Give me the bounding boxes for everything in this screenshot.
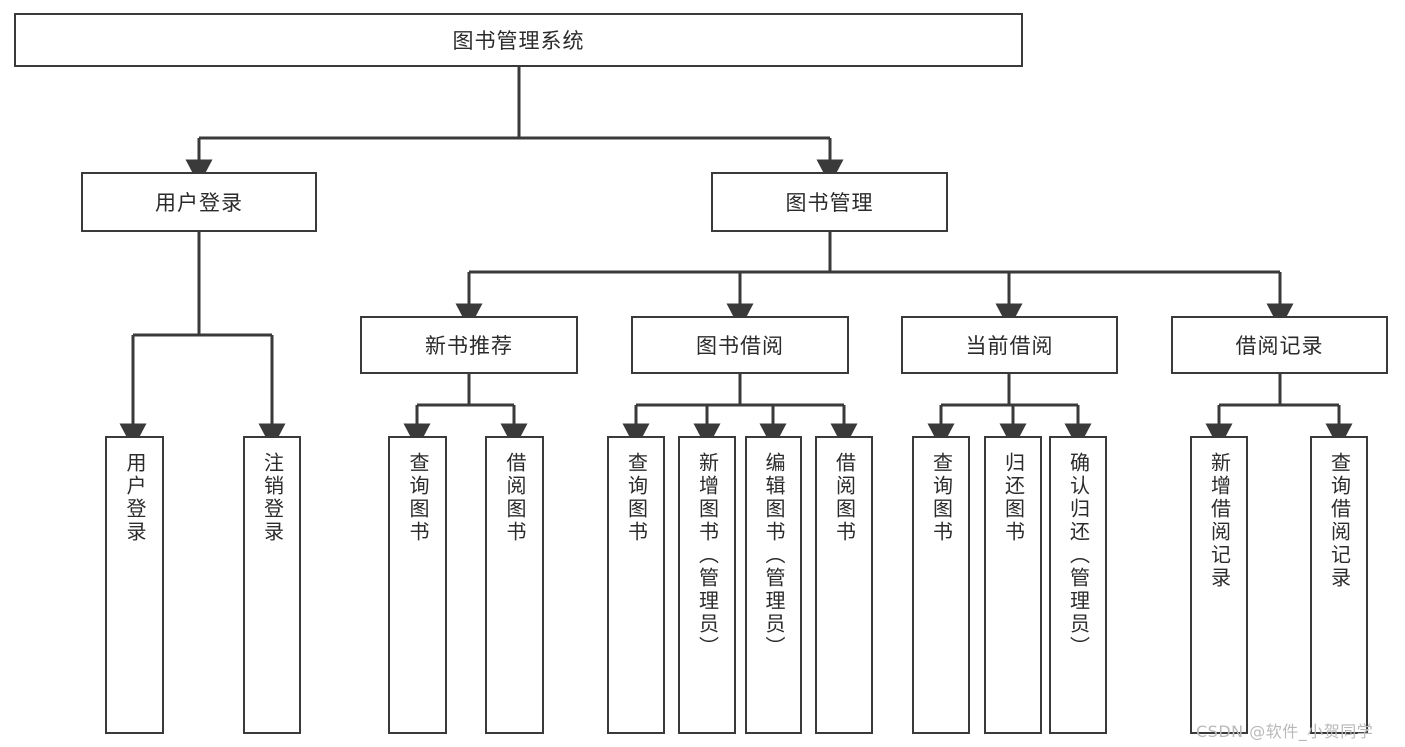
node-root-label: 图书管理系统 [452,29,585,53]
node-root[interactable]: 图书管理系统 [14,13,1023,67]
node-leaf-confirm-return-admin[interactable]: 确认归还（管理员） [1049,436,1107,734]
node-leaf-borrow-book-recommend[interactable]: 借阅图书 [485,436,544,734]
watermark-text: CSDN @软件_小贺同学 [1196,722,1374,741]
node-book-management[interactable]: 图书管理 [711,172,948,232]
node-leaf-query-book-borrow-label: 查询图书 [624,452,649,544]
node-leaf-edit-book-admin-label: 编辑图书（管理员） [762,452,786,659]
node-leaf-return-book-label: 归还图书 [1001,452,1026,544]
node-leaf-borrow-book-recommend-label: 借阅图书 [503,452,527,544]
node-leaf-query-book-current[interactable]: 查询图书 [912,436,970,734]
node-book-borrow-label: 图书借阅 [696,334,784,358]
node-user-login-label: 用户登录 [155,191,243,215]
node-leaf-add-book-admin-label: 新增图书（管理员） [695,452,720,659]
node-current-borrow-label: 当前借阅 [965,334,1054,358]
node-leaf-add-borrow-record-label: 新增借阅记录 [1207,452,1232,590]
node-leaf-query-borrow-record-label: 查询借阅记录 [1327,452,1352,590]
node-leaf-confirm-return-admin-label: 确认归还（管理员） [1066,452,1091,659]
node-leaf-user-login-label: 用户登录 [123,452,147,544]
node-leaf-query-book-borrow[interactable]: 查询图书 [607,436,665,734]
node-book-borrow[interactable]: 图书借阅 [631,316,849,374]
node-leaf-user-login[interactable]: 用户登录 [105,436,164,734]
node-leaf-query-book-recommend-label: 查询图书 [406,452,430,544]
node-leaf-return-book[interactable]: 归还图书 [984,436,1042,734]
node-leaf-logout-login[interactable]: 注销登录 [243,436,301,734]
node-leaf-borrow-book[interactable]: 借阅图书 [815,436,873,734]
node-leaf-query-borrow-record[interactable]: 查询借阅记录 [1310,436,1368,734]
node-leaf-query-book-current-label: 查询图书 [929,452,954,544]
node-leaf-edit-book-admin[interactable]: 编辑图书（管理员） [745,436,802,734]
node-borrow-record-label: 借阅记录 [1235,334,1324,358]
node-book-management-label: 图书管理 [785,191,874,215]
node-leaf-logout-login-label: 注销登录 [260,452,285,544]
node-leaf-query-book-recommend[interactable]: 查询图书 [388,436,447,734]
node-leaf-borrow-book-label: 借阅图书 [832,452,857,544]
node-leaf-add-borrow-record[interactable]: 新增借阅记录 [1190,436,1248,734]
node-borrow-record[interactable]: 借阅记录 [1171,316,1388,374]
watermark: CSDN @软件_小贺同学 [1196,718,1373,742]
node-user-login[interactable]: 用户登录 [81,172,317,232]
node-new-book-recommend[interactable]: 新书推荐 [360,316,578,374]
node-leaf-add-book-admin[interactable]: 新增图书（管理员） [678,436,736,734]
node-new-book-recommend-label: 新书推荐 [425,334,513,358]
node-current-borrow[interactable]: 当前借阅 [901,316,1118,374]
